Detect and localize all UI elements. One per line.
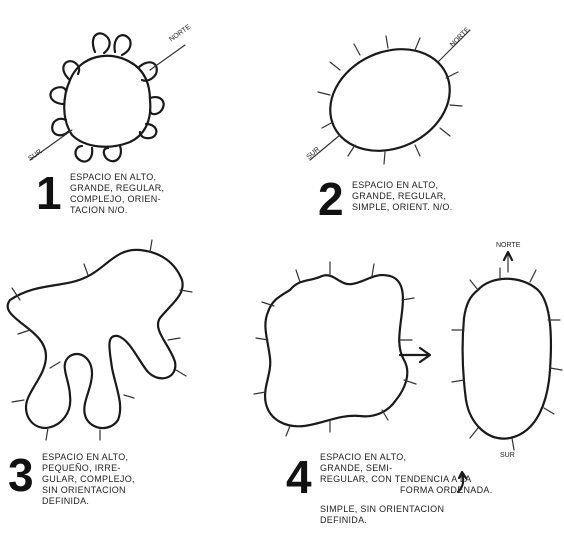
figure-1-shape [30, 33, 185, 161]
figure-3-caption: ESPACIO EN ALTO, PEQUEÑO, IRRE- GULAR, C… [42, 452, 135, 507]
caption-line: DEFINIDA. [42, 496, 135, 507]
caption-line: ESPACIO EN ALTO, [320, 452, 493, 463]
caption-line: SIMPLE, SIN ORIENTACION [320, 504, 444, 515]
caption-line: TACION N/O. [70, 205, 164, 216]
figure-4-number: 4 [286, 454, 312, 500]
caption-line: COMPLEJO, ORIEN- [70, 194, 164, 205]
figure-2-number: 2 [318, 176, 344, 222]
caption-line: PEQUEÑO, IRRE- [42, 463, 135, 474]
caption-line: GRANDE, REGULAR, [70, 183, 164, 194]
figure-3-number: 3 [8, 452, 34, 498]
caption-line: DEFINIDA. [320, 515, 444, 526]
figure-2-caption: ESPACIO EN ALTO, GRANDE, REGULAR, SIMPLE… [352, 180, 453, 213]
caption-line: ESPACIO EN ALTO, [352, 180, 453, 191]
caption-line: SIMPLE, ORIENT. N/O. [352, 202, 453, 213]
figure-1-caption: ESPACIO EN ALTO, GRANDE, REGULAR, COMPLE… [70, 172, 164, 216]
figure-1-number: 1 [36, 170, 62, 216]
caption-line: REGULAR, CON TENDENCIA A LA [320, 474, 493, 485]
figure-3-shape [8, 240, 192, 440]
figure-2-shape [310, 30, 470, 170]
caption-line: ESPACIO EN ALTO, [70, 172, 164, 183]
figure-4-caption-2: SIMPLE, SIN ORIENTACION DEFINIDA. [320, 504, 444, 526]
caption-line: SIN ORIENTACION [42, 485, 135, 496]
figure-4-south-label: SUR [500, 452, 515, 459]
figure-4-caption: ESPACIO EN ALTO, GRANDE, SEMI- REGULAR, … [320, 452, 493, 496]
caption-line: GRANDE, SEMI- [320, 463, 493, 474]
caption-line: GRANDE, REGULAR, [352, 191, 453, 202]
caption-line: ESPACIO EN ALTO, [42, 452, 135, 463]
caption-line: GULAR, COMPLEJO, [42, 474, 135, 485]
caption-line: FORMA ORDENADA. [320, 485, 493, 496]
figure-4-north-label: NORTE [496, 242, 520, 249]
